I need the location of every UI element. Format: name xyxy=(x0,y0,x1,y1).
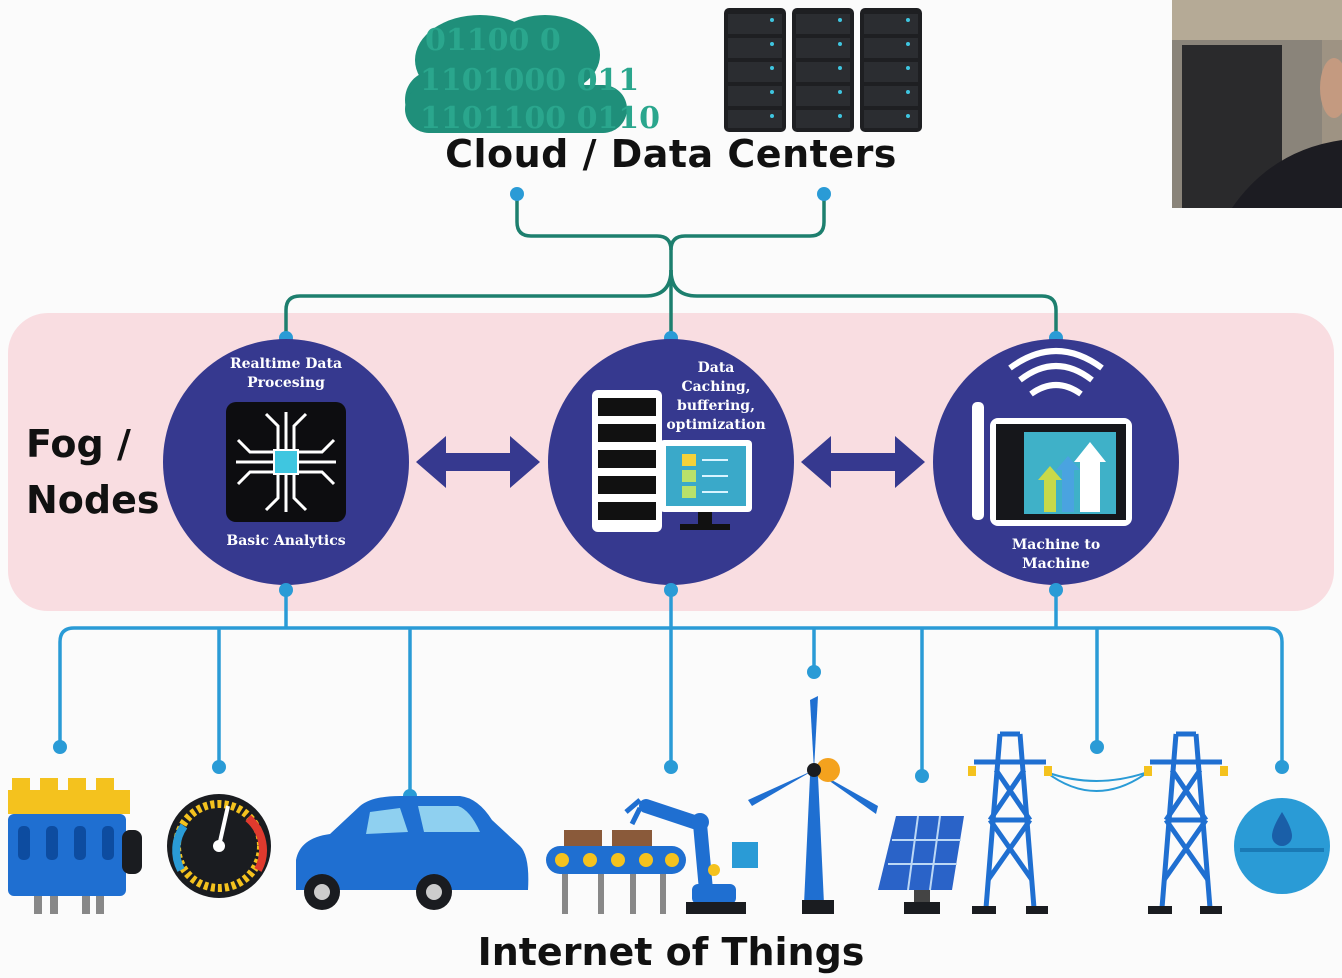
internet-of-things-title: Internet of Things xyxy=(477,930,865,974)
server-monitor-icon xyxy=(592,390,752,532)
fog-exchange-arrow-left xyxy=(416,436,540,488)
power-insulators xyxy=(968,766,1228,776)
power-tower-bases xyxy=(972,906,1222,914)
server-rack-icon xyxy=(724,8,922,132)
center-node-top-text: Data Caching, buffering, optimization xyxy=(666,360,766,433)
cloud-binary-3: 1101100 0110 xyxy=(420,101,660,136)
car-icon xyxy=(296,796,529,910)
fog-label-line2: Nodes xyxy=(26,478,160,522)
fog-nodes-label: Fog / Nodes xyxy=(26,416,160,528)
presenter-webcam-inset xyxy=(1172,0,1342,208)
cloud-data-centers-title: Cloud / Data Centers xyxy=(445,132,897,176)
tablet-chart-icon xyxy=(972,348,1132,526)
engine-icon xyxy=(8,778,142,914)
water-drop-icon xyxy=(1234,798,1330,894)
cloud-binary-1: 01100 0 xyxy=(425,23,561,58)
left-node-bottom-text: Basic Analytics xyxy=(226,533,346,549)
power-lines xyxy=(1045,771,1149,792)
right-node-bottom-text: Machine to Machine xyxy=(1011,537,1101,572)
wind-turbine-icon xyxy=(748,696,878,914)
left-node-top-text: Realtime Data Procesing xyxy=(229,356,343,391)
robot-arm-icon xyxy=(546,798,758,914)
solar-panel-icon xyxy=(878,815,964,914)
cloud-fog-links xyxy=(284,195,1058,338)
chip-icon xyxy=(226,402,346,522)
fog-label-line1: Fog / xyxy=(26,422,131,466)
cloud-binary-2: 1101000 011 xyxy=(420,63,639,98)
power-tower-icon xyxy=(969,731,1227,909)
gauge-icon xyxy=(167,794,271,898)
iot-links xyxy=(58,590,1284,796)
cloud-icon: 01100 0 1101000 011 1101100 0110 xyxy=(405,15,660,136)
fog-exchange-arrow-right xyxy=(801,436,925,488)
iot-connector-dots xyxy=(53,583,1289,803)
